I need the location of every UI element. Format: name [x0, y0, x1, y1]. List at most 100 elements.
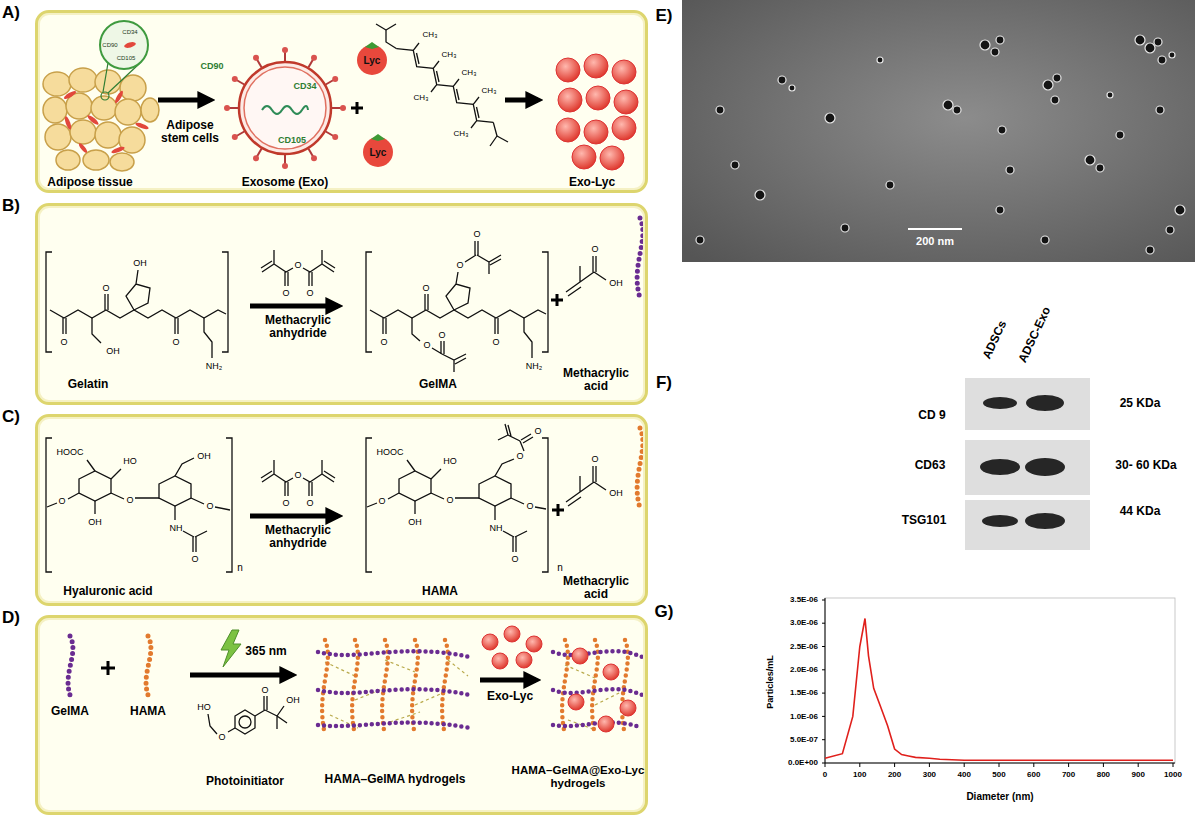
tem-image [991, 48, 999, 56]
chem-atom: OH [609, 488, 623, 498]
exosome [229, 107, 238, 109]
western-blot [1025, 513, 1065, 529]
polymer-chain [146, 636, 151, 700]
axis-tick: 500 [992, 771, 1005, 780]
axis-tick: 0 [823, 771, 827, 780]
western-blot [965, 440, 1090, 495]
tem-image [731, 161, 739, 169]
marker-label: CD90 [102, 42, 117, 49]
chem-atom: O [306, 498, 313, 508]
axis-title: Diameter (nm) [966, 791, 1033, 802]
western-blot [1025, 458, 1065, 476]
exosome [232, 134, 238, 140]
chemical-structure [46, 252, 228, 352]
exosome [326, 132, 334, 137]
caption-label: Methacrylic acid [556, 575, 636, 602]
panel-ground [35, 10, 648, 815]
size-chart [822, 600, 825, 763]
tomato [371, 134, 385, 141]
exosome [257, 60, 262, 68]
axis-tick: 3.5E-06 [790, 596, 818, 605]
tem-image [1146, 246, 1154, 254]
chemical-structure [366, 252, 548, 352]
tem-image [1158, 56, 1166, 64]
exo-lyc-particle [526, 636, 542, 652]
hydrogel-network [553, 689, 642, 695]
western-blot [1026, 395, 1064, 411]
caption-label: HAMA–GelMA hydrogels [325, 773, 466, 786]
chem-atom: O [218, 732, 225, 742]
adipose-tissue [115, 99, 141, 125]
axis-tick: 5.0E-07 [790, 735, 818, 744]
exo-lyc-particle [482, 634, 498, 650]
chem-atom: CH₃ [462, 69, 477, 78]
arrow [190, 673, 292, 678]
exosome [332, 107, 341, 109]
exosome [224, 47, 346, 169]
hydrogel-network [385, 660, 415, 672]
western-blot [965, 378, 1090, 550]
chemical-structure [399, 471, 431, 501]
western-blot [983, 397, 1017, 409]
chem-atom: CH₃ [482, 87, 497, 96]
chemical-structure [235, 710, 255, 734]
exosome [232, 76, 238, 82]
stem-cell [64, 116, 73, 131]
exo-lyc-particle [614, 90, 638, 114]
exosome [253, 155, 259, 161]
plus-sign [351, 102, 363, 114]
panel-letter: F) [656, 373, 672, 392]
zoom-circle [124, 41, 137, 49]
chem-atom: OH [133, 258, 147, 268]
lycopene-structure [386, 24, 396, 30]
exosome [253, 55, 259, 61]
exosome [332, 134, 338, 140]
western-blot [980, 395, 1065, 529]
lycopene-structure [437, 71, 440, 82]
zoom-circle [100, 21, 148, 69]
lycopene-structure [431, 85, 437, 92]
tem-image [1006, 166, 1014, 174]
panel-ground [35, 414, 648, 606]
tem-image [998, 126, 1006, 134]
plus-sign [552, 504, 564, 516]
tem-image [778, 76, 786, 84]
arrow-label: Exo-Lyc [487, 690, 533, 703]
hydrogel-network [553, 651, 642, 657]
chemical-structure [46, 424, 606, 572]
exosome [224, 105, 230, 111]
weight-label: 44 KDa [1120, 505, 1161, 518]
axis-tick: 800 [1097, 771, 1110, 780]
adipose-tissue [56, 150, 80, 170]
marker-label: CD105 [117, 55, 136, 62]
protein-label: TSG101 [902, 514, 947, 527]
chem-atom: CH₃ [423, 31, 438, 40]
exosome [309, 149, 314, 157]
chemical-structure [208, 696, 287, 734]
exosome [224, 47, 346, 169]
tem-image [1116, 131, 1124, 139]
adipose-tissue [95, 70, 121, 94]
exo-lyc-particle [482, 626, 542, 669]
chemical-structure [261, 250, 335, 286]
hydrogel-network [565, 665, 595, 678]
panel-letter: C) [2, 408, 20, 427]
exosome [284, 52, 286, 61]
chem-atom: O [261, 685, 268, 695]
hydrogel-network [598, 716, 614, 732]
tem-image [1166, 226, 1174, 234]
exo-lyc-particle [612, 116, 636, 140]
chemical-structure [495, 318, 532, 358]
panel-box: A) [35, 10, 648, 193]
adipose-tissue [43, 97, 67, 123]
chemical-structure [566, 466, 606, 506]
chem-atom: HOOC [57, 447, 84, 457]
stem-cell [63, 90, 77, 101]
tem-image [1154, 38, 1162, 46]
tem-image [877, 57, 883, 63]
tomato [357, 42, 393, 167]
panel-letter: A) [2, 4, 20, 23]
chemical-structure [367, 424, 546, 552]
stem-cell [111, 146, 126, 155]
tem-image [1145, 43, 1155, 53]
